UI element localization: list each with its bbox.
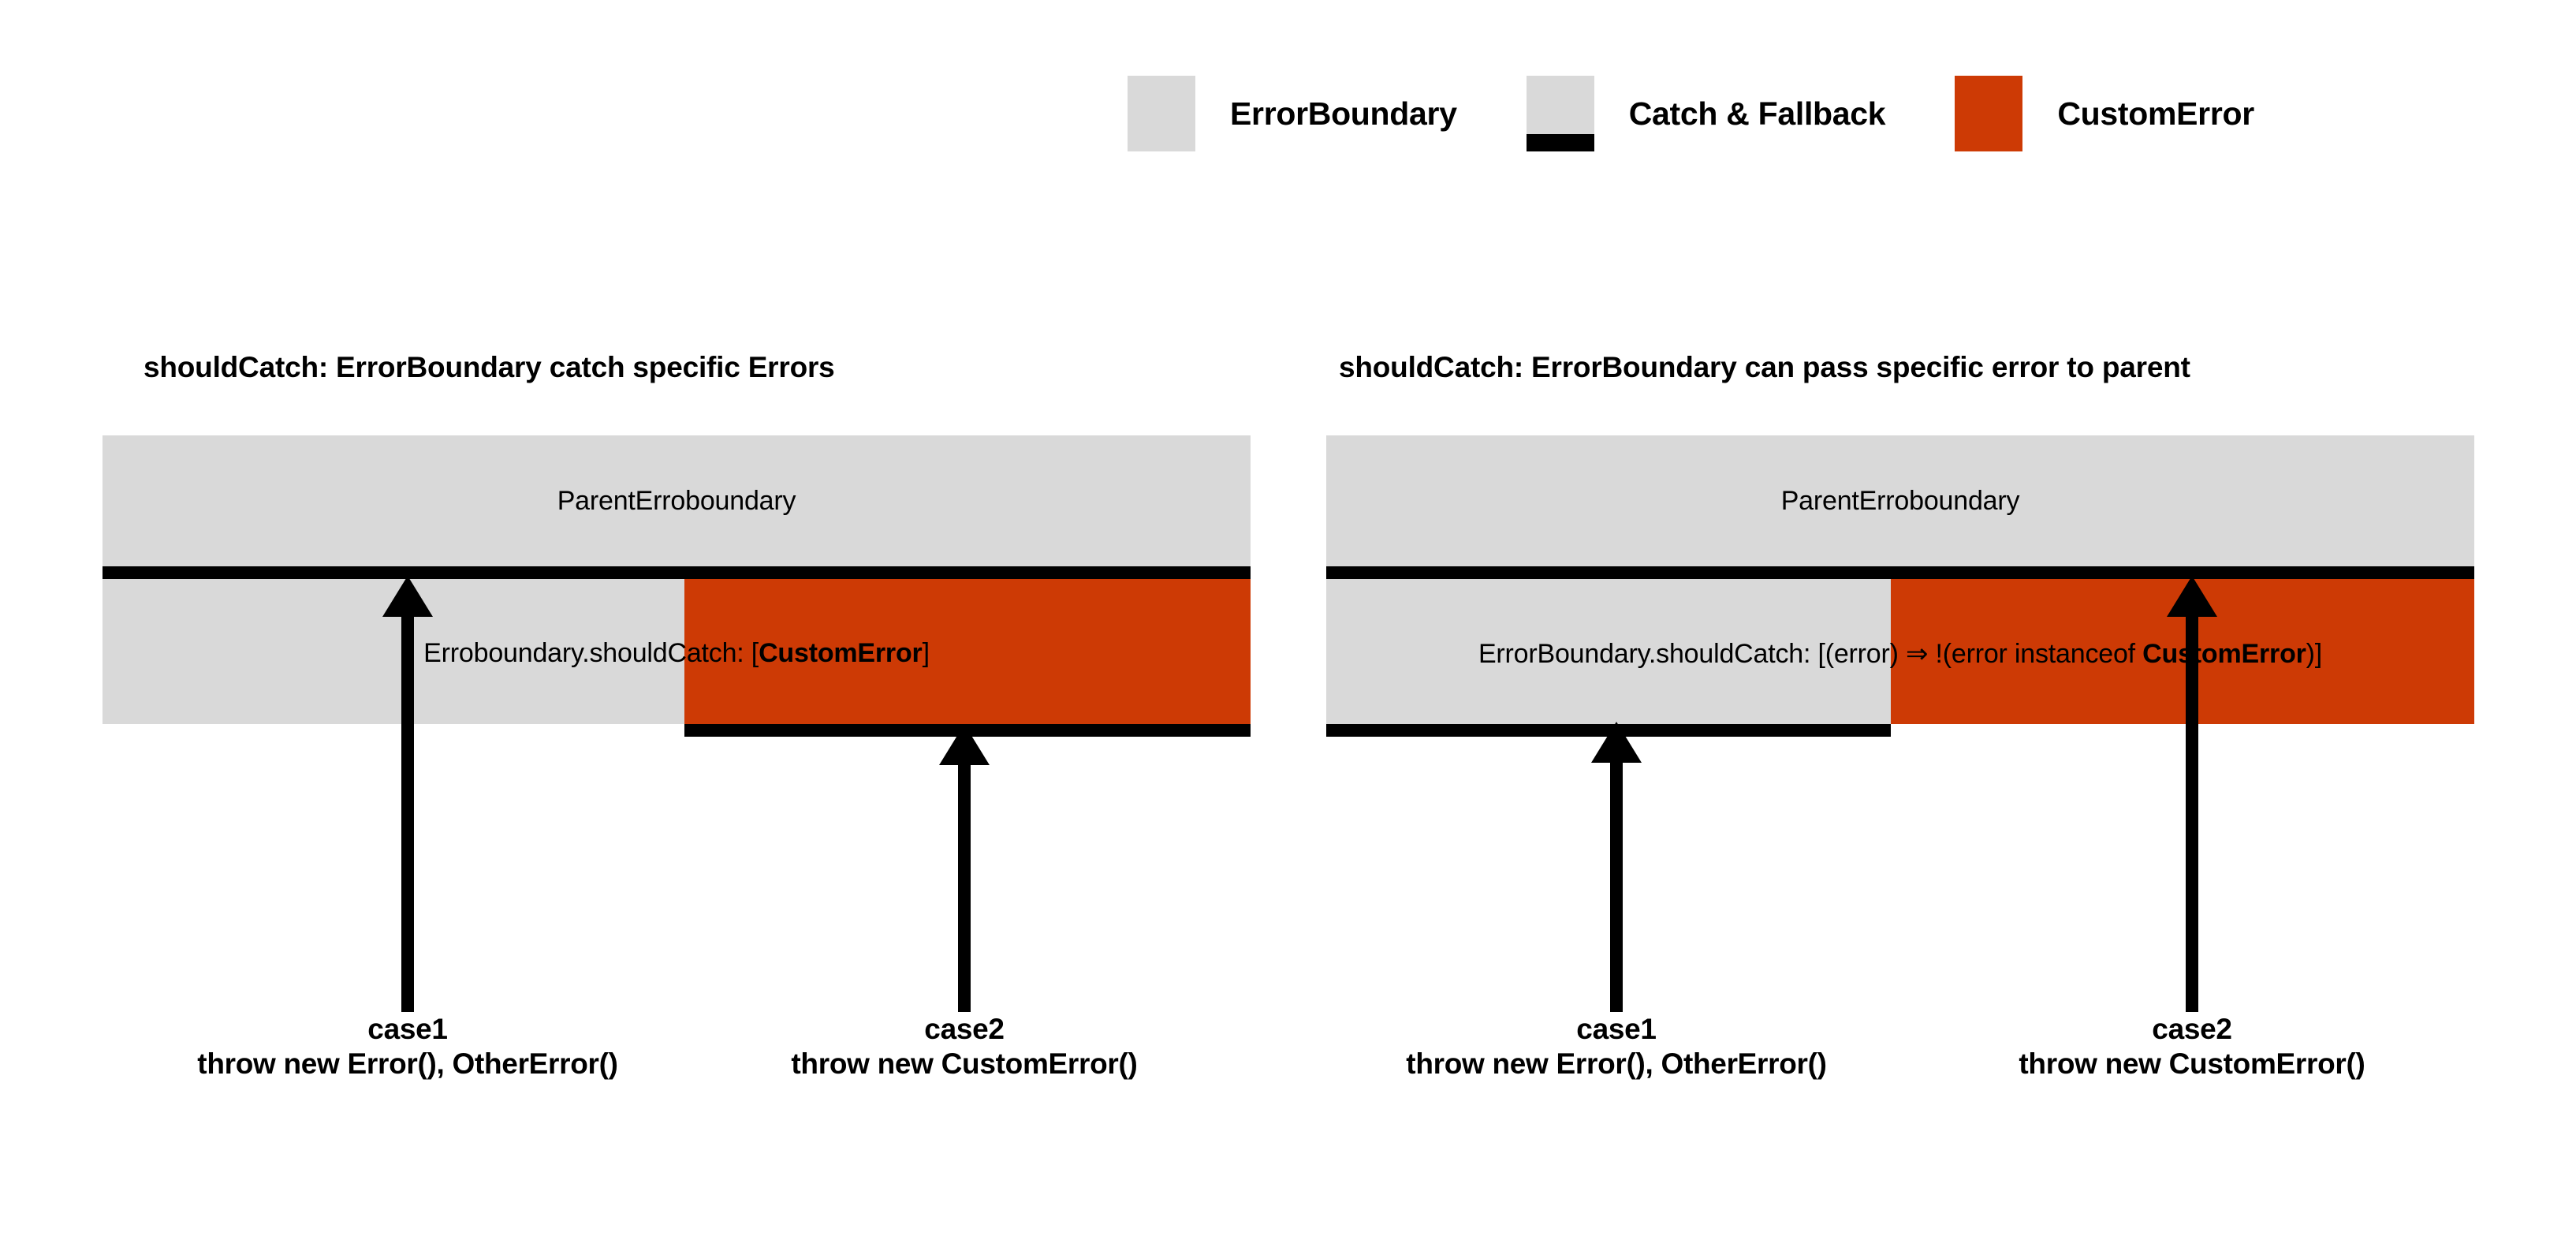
child-row-orange-region (684, 579, 1251, 724)
gray-square-with-black-bar-icon (1526, 76, 1594, 151)
legend-item-customerror: CustomError (1955, 76, 2254, 151)
child-errorboundary-row (1326, 579, 2474, 724)
caption-case1-line2: throw new Error(), OtherError() (197, 1047, 618, 1080)
legend-label-catch-fallback: Catch & Fallback (1628, 95, 1886, 132)
child-errorboundary-row (103, 579, 1251, 724)
caption-case2-line2: throw new CustomError() (2019, 1047, 2365, 1080)
caption-case2-line1: case2 (924, 1013, 1005, 1045)
panel-left: shouldCatch: ErrorBoundary catch specifi… (103, 351, 1251, 1080)
caption-case2: case2 throw new CustomError() (791, 1012, 1137, 1081)
arrow-case1 (1591, 722, 1642, 1012)
panel-left-title: shouldCatch: ErrorBoundary catch specifi… (144, 351, 835, 383)
arrow-case2 (2167, 576, 2217, 1012)
legend-label-errorboundary: ErrorBoundary (1230, 95, 1457, 132)
parent-errorboundary-label: ParentErroboundary (557, 485, 796, 516)
caption-case1-line2: throw new Error(), OtherError() (1406, 1047, 1827, 1080)
panel-right-title: shouldCatch: ErrorBoundary can pass spec… (1339, 351, 2190, 383)
panel-right: shouldCatch: ErrorBoundary can pass spec… (1326, 351, 2474, 1080)
caption-case2: case2 throw new CustomError() (2019, 1012, 2365, 1081)
child-catch-bar (1326, 724, 1891, 737)
arrow-case1 (382, 576, 433, 1012)
parent-errorboundary-block: ParentErroboundary (1326, 435, 2474, 566)
legend-item-errorboundary: ErrorBoundary (1128, 76, 1457, 151)
caption-case1-line1: case1 (1576, 1013, 1657, 1045)
legend-item-catch-fallback: Catch & Fallback (1526, 76, 1886, 151)
caption-case2-line2: throw new CustomError() (791, 1047, 1138, 1080)
gray-square-icon (1128, 76, 1195, 151)
caption-case2-line1: case2 (2152, 1013, 2232, 1045)
child-row-gray-region (1326, 579, 1891, 724)
arrow-case2 (939, 724, 990, 1012)
caption-case1: case1 throw new Error(), OtherError() (1406, 1012, 1827, 1081)
caption-case1: case1 throw new Error(), OtherError() (197, 1012, 618, 1081)
parent-catch-bar (103, 566, 1251, 579)
legend: ErrorBoundary Catch & Fallback CustomErr… (1128, 76, 2254, 151)
caption-case1-line1: case1 (367, 1013, 448, 1045)
orange-square-icon (1955, 76, 2023, 151)
parent-errorboundary-block: ParentErroboundary (103, 435, 1251, 566)
parent-catch-bar (1326, 566, 2474, 579)
parent-errorboundary-label: ParentErroboundary (1780, 485, 2020, 516)
legend-label-customerror: CustomError (2057, 95, 2254, 132)
black-bar-icon (1526, 134, 1594, 151)
